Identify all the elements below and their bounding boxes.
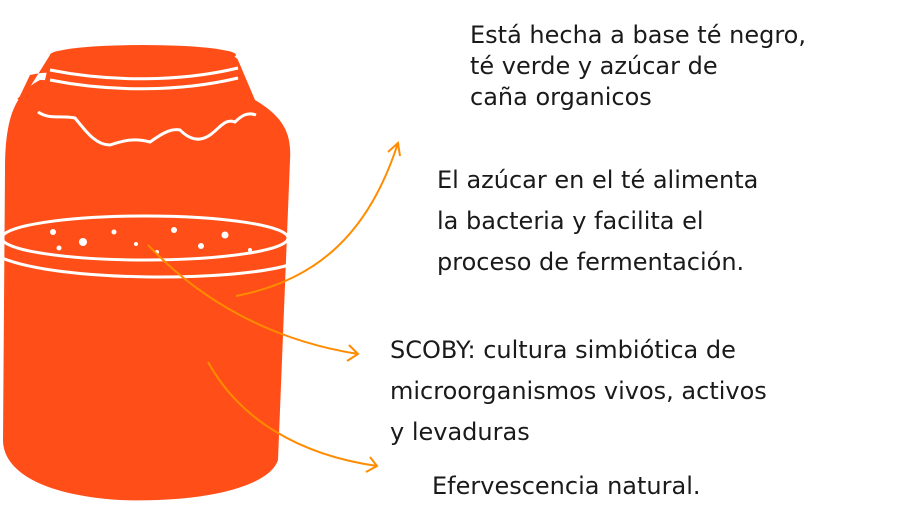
- jar-icon: [0, 45, 291, 501]
- annotation-ingredients: Está hecha a base té negro, té verde y a…: [470, 20, 806, 113]
- annotation-line: El azúcar en el té alimenta: [437, 166, 759, 194]
- arrows: [147, 141, 401, 473]
- arrow-to-scoby: [147, 244, 360, 362]
- annotation-sugar: El azúcar en el té alimenta la bacteria …: [437, 160, 758, 283]
- annotation-effervescence: Efervescencia natural.: [432, 468, 701, 504]
- arrow-to-tea: [235, 141, 401, 297]
- annotation-line: y levaduras: [390, 418, 530, 446]
- annotation-line: caña organicos: [470, 83, 652, 111]
- annotation-line: microorganismos vivos, activos: [390, 377, 767, 405]
- annotation-line: Efervescencia natural.: [432, 472, 701, 500]
- annotation-line: la bacteria y facilita el: [437, 207, 704, 235]
- annotation-line: té verde y azúcar de: [470, 52, 718, 80]
- annotation-scoby: SCOBY: cultura simbiótica de microorgani…: [390, 330, 767, 453]
- arrow-to-effervescence: [207, 361, 379, 473]
- annotation-line: SCOBY: cultura simbiótica de: [390, 336, 736, 364]
- annotation-line: proceso de fermentación.: [437, 248, 745, 276]
- annotation-line: Está hecha a base té negro,: [470, 21, 806, 49]
